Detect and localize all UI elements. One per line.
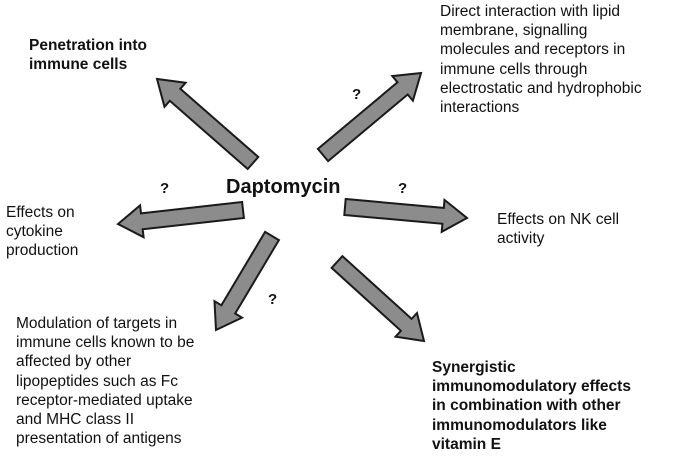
question-mark-upper-right: ? [352, 86, 362, 103]
node-modulation: Modulation of targets in immune cells kn… [16, 315, 195, 448]
arrow-to-penetration [155, 77, 260, 171]
question-mark-right: ? [398, 180, 408, 197]
question-mark-left: ? [160, 180, 170, 197]
daptomycin-center-label: Daptomycin [226, 176, 341, 198]
arrow-to-nk-cell [343, 197, 469, 234]
node-synergistic: Synergistic immunomodulatory effects in … [432, 359, 631, 453]
arrow-to-cytokine [116, 200, 246, 239]
question-mark-lower-left: ? [268, 291, 278, 308]
arrow-to-direct-interaction [316, 71, 423, 163]
node-direct-interaction: Direct interaction with lipid membrane, … [440, 3, 642, 117]
node-penetration: Penetration into immune cells [29, 37, 147, 74]
arrow-to-modulation [213, 230, 281, 332]
arrow-to-synergistic [330, 254, 426, 343]
node-cytokine: Effects on cytokine production [6, 204, 79, 260]
node-nk-cell: Effects on NK cell activity [497, 211, 620, 248]
